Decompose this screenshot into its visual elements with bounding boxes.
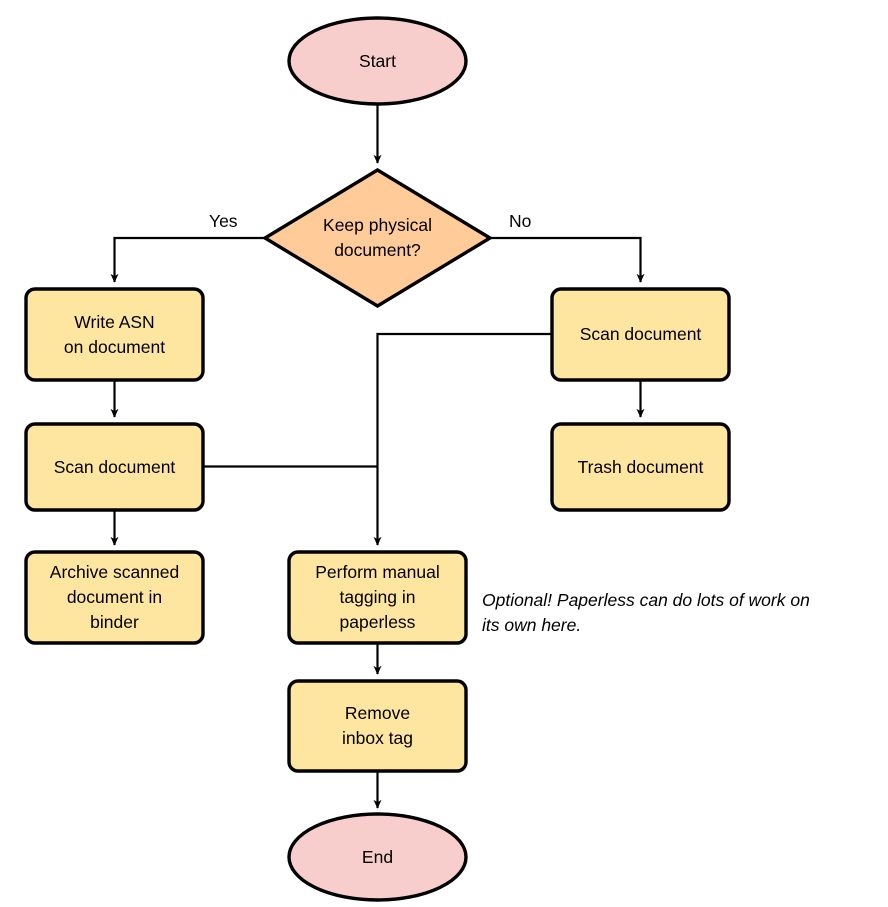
annotation-optional-note: Optional! Paperless can do lots of work … xyxy=(482,590,810,635)
edge-label-yes: Yes xyxy=(209,211,238,231)
node-shape-layer xyxy=(24,16,731,902)
node-shape-trash[interactable] xyxy=(550,422,731,512)
node-shape-decision[interactable] xyxy=(261,168,494,308)
node-shape-start[interactable] xyxy=(287,16,468,106)
node-shape-scan-right[interactable] xyxy=(550,287,731,382)
edge-scanright-manualtag xyxy=(373,332,552,546)
node-shape-remove-inbox[interactable] xyxy=(287,679,468,773)
node-shape-scan-left[interactable] xyxy=(24,422,205,512)
node-shape-write-asn[interactable] xyxy=(24,287,205,382)
node-shape-archive[interactable] xyxy=(24,550,205,645)
node-shape-manual-tag[interactable] xyxy=(287,550,468,645)
edge-layer xyxy=(110,104,645,809)
node-shape-end[interactable] xyxy=(287,812,468,902)
edge-decision-yes xyxy=(110,236,265,283)
edge-decision-no xyxy=(490,236,645,283)
edge-label-no: No xyxy=(509,211,532,231)
